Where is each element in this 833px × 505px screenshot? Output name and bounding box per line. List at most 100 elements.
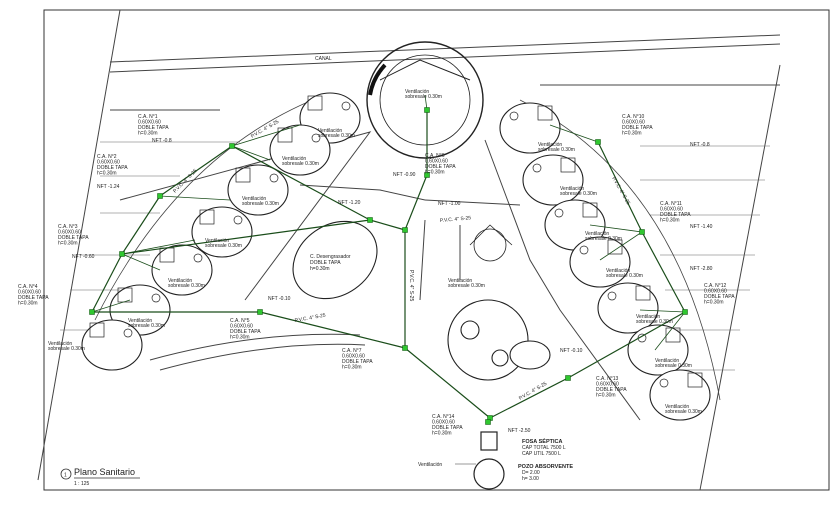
desengrasador (292, 220, 378, 300)
vent-title: Ventilación (538, 142, 562, 148)
box-label-depth: h=0.30m (425, 170, 445, 176)
box-label-cover: DOBLE TAPA (18, 295, 49, 301)
box-label-depth: h=0.30m (704, 300, 724, 306)
vent-title: Ventilación (606, 268, 630, 274)
vent-sub: sobresale 0.30m (205, 243, 242, 249)
inspection-node (229, 143, 235, 149)
right-wall-arc (519, 99, 721, 401)
inspection-node (639, 229, 645, 235)
pipe-segment (259, 311, 406, 349)
left-module-wc (307, 95, 323, 111)
right-module-wc (635, 285, 651, 301)
pipe-label-pvc_b: P.V.C. 4" S-25 (172, 168, 198, 194)
left-module-wc (89, 322, 105, 338)
box-label-cover: DOBLE TAPA (432, 425, 463, 431)
box-label-name: C.A. N°11 (660, 201, 682, 207)
level-nft_e: NFT -1.20 (338, 200, 361, 206)
box-label-size: 0.60X0.60 (342, 354, 365, 360)
right-module-wc (582, 202, 598, 218)
box-label-size: 0.60X0.60 (622, 120, 645, 126)
pipe-branch (91, 299, 131, 313)
pipe-branch (121, 253, 161, 271)
left-module-sink (123, 328, 133, 338)
right-module-6 (627, 324, 689, 376)
pipe-label-pvc_f: P.V.C. 4" S-25 (408, 270, 414, 301)
box-label-size: 0.60X0.60 (425, 159, 448, 165)
pipe-segment (567, 311, 686, 379)
right-module-wc (607, 239, 623, 255)
box-label-name: C.A. N°14 (432, 414, 455, 420)
inspection-node (682, 309, 688, 315)
box-label-depth: h=0.30m (432, 431, 452, 437)
pipe-branch (589, 224, 643, 233)
vent-sub: sobresale 0.30m (282, 161, 319, 167)
left-module-sink (269, 173, 279, 183)
right-module-2 (522, 154, 584, 206)
vent-title: Ventilación (128, 318, 152, 324)
box-label-depth: h=0.30m (596, 393, 616, 399)
inspection-node (119, 251, 125, 257)
pipe-label-pvc_d: P.V.C. 4" S-25 (440, 215, 472, 224)
plan-title: Plano Sanitario (74, 467, 135, 477)
vent-title: Ventilación (242, 196, 266, 202)
registro-depth: h=0.30m (310, 266, 330, 272)
level-nft_g: NFT -0.90 (393, 172, 416, 178)
vent-title: Ventilación (205, 238, 229, 244)
box-label-depth: h=0.30m (138, 131, 158, 137)
pozo-title: POZO ABSORVENTE (518, 464, 573, 470)
right-module-wc (537, 105, 553, 121)
level-nft_j: NFT -2.80 (690, 266, 713, 272)
vent-title: Ventilación (48, 341, 72, 347)
left-wall-arc (94, 94, 326, 321)
level-nft_f: NFT -1.00 (438, 201, 461, 207)
left-module-wc (117, 287, 133, 303)
kitchen-module (447, 299, 551, 381)
vent-title: Ventilación (448, 278, 472, 284)
pipe-branch (654, 311, 686, 351)
inspection-node (595, 139, 601, 145)
vent-title: Ventilación (655, 358, 679, 364)
inspection-node (257, 309, 263, 315)
box-label-name: C.A. N°12 (704, 283, 727, 289)
right-module-1 (499, 102, 561, 154)
site-boundary (37, 9, 781, 491)
left-module-sink (233, 215, 243, 225)
right-module-7 (649, 369, 711, 421)
level-nft_i: NFT -1.40 (690, 224, 713, 230)
box-label-size: 0.60X0.60 (660, 207, 683, 213)
level-nft_l: NFT -2.50 (508, 428, 531, 434)
vent-sub: sobresale 0.30m (538, 147, 575, 153)
right-module-sink (554, 208, 564, 218)
vent-title: Ventilación (585, 231, 609, 237)
box-label-depth: h=0.30m (230, 335, 250, 341)
box-label-size: 0.60X0.60 (18, 290, 41, 296)
box-label-name: C.A. N°6 (425, 153, 445, 159)
inspection-node (367, 217, 373, 223)
plan-scale: 1 : 125 (74, 481, 90, 487)
inspection-node (89, 309, 95, 315)
registro-cover: DOBLE TAPA (310, 260, 341, 266)
vent-sub: sobresale 0.30m (318, 133, 355, 139)
inspection-node (402, 345, 408, 351)
pipe-branch (231, 124, 301, 147)
vent-title: Ventilación (636, 314, 660, 320)
pozo-diam: D= 2.00 (522, 470, 540, 476)
left-modules (81, 92, 361, 371)
level-nft_d: NFT -0.10 (268, 296, 291, 302)
